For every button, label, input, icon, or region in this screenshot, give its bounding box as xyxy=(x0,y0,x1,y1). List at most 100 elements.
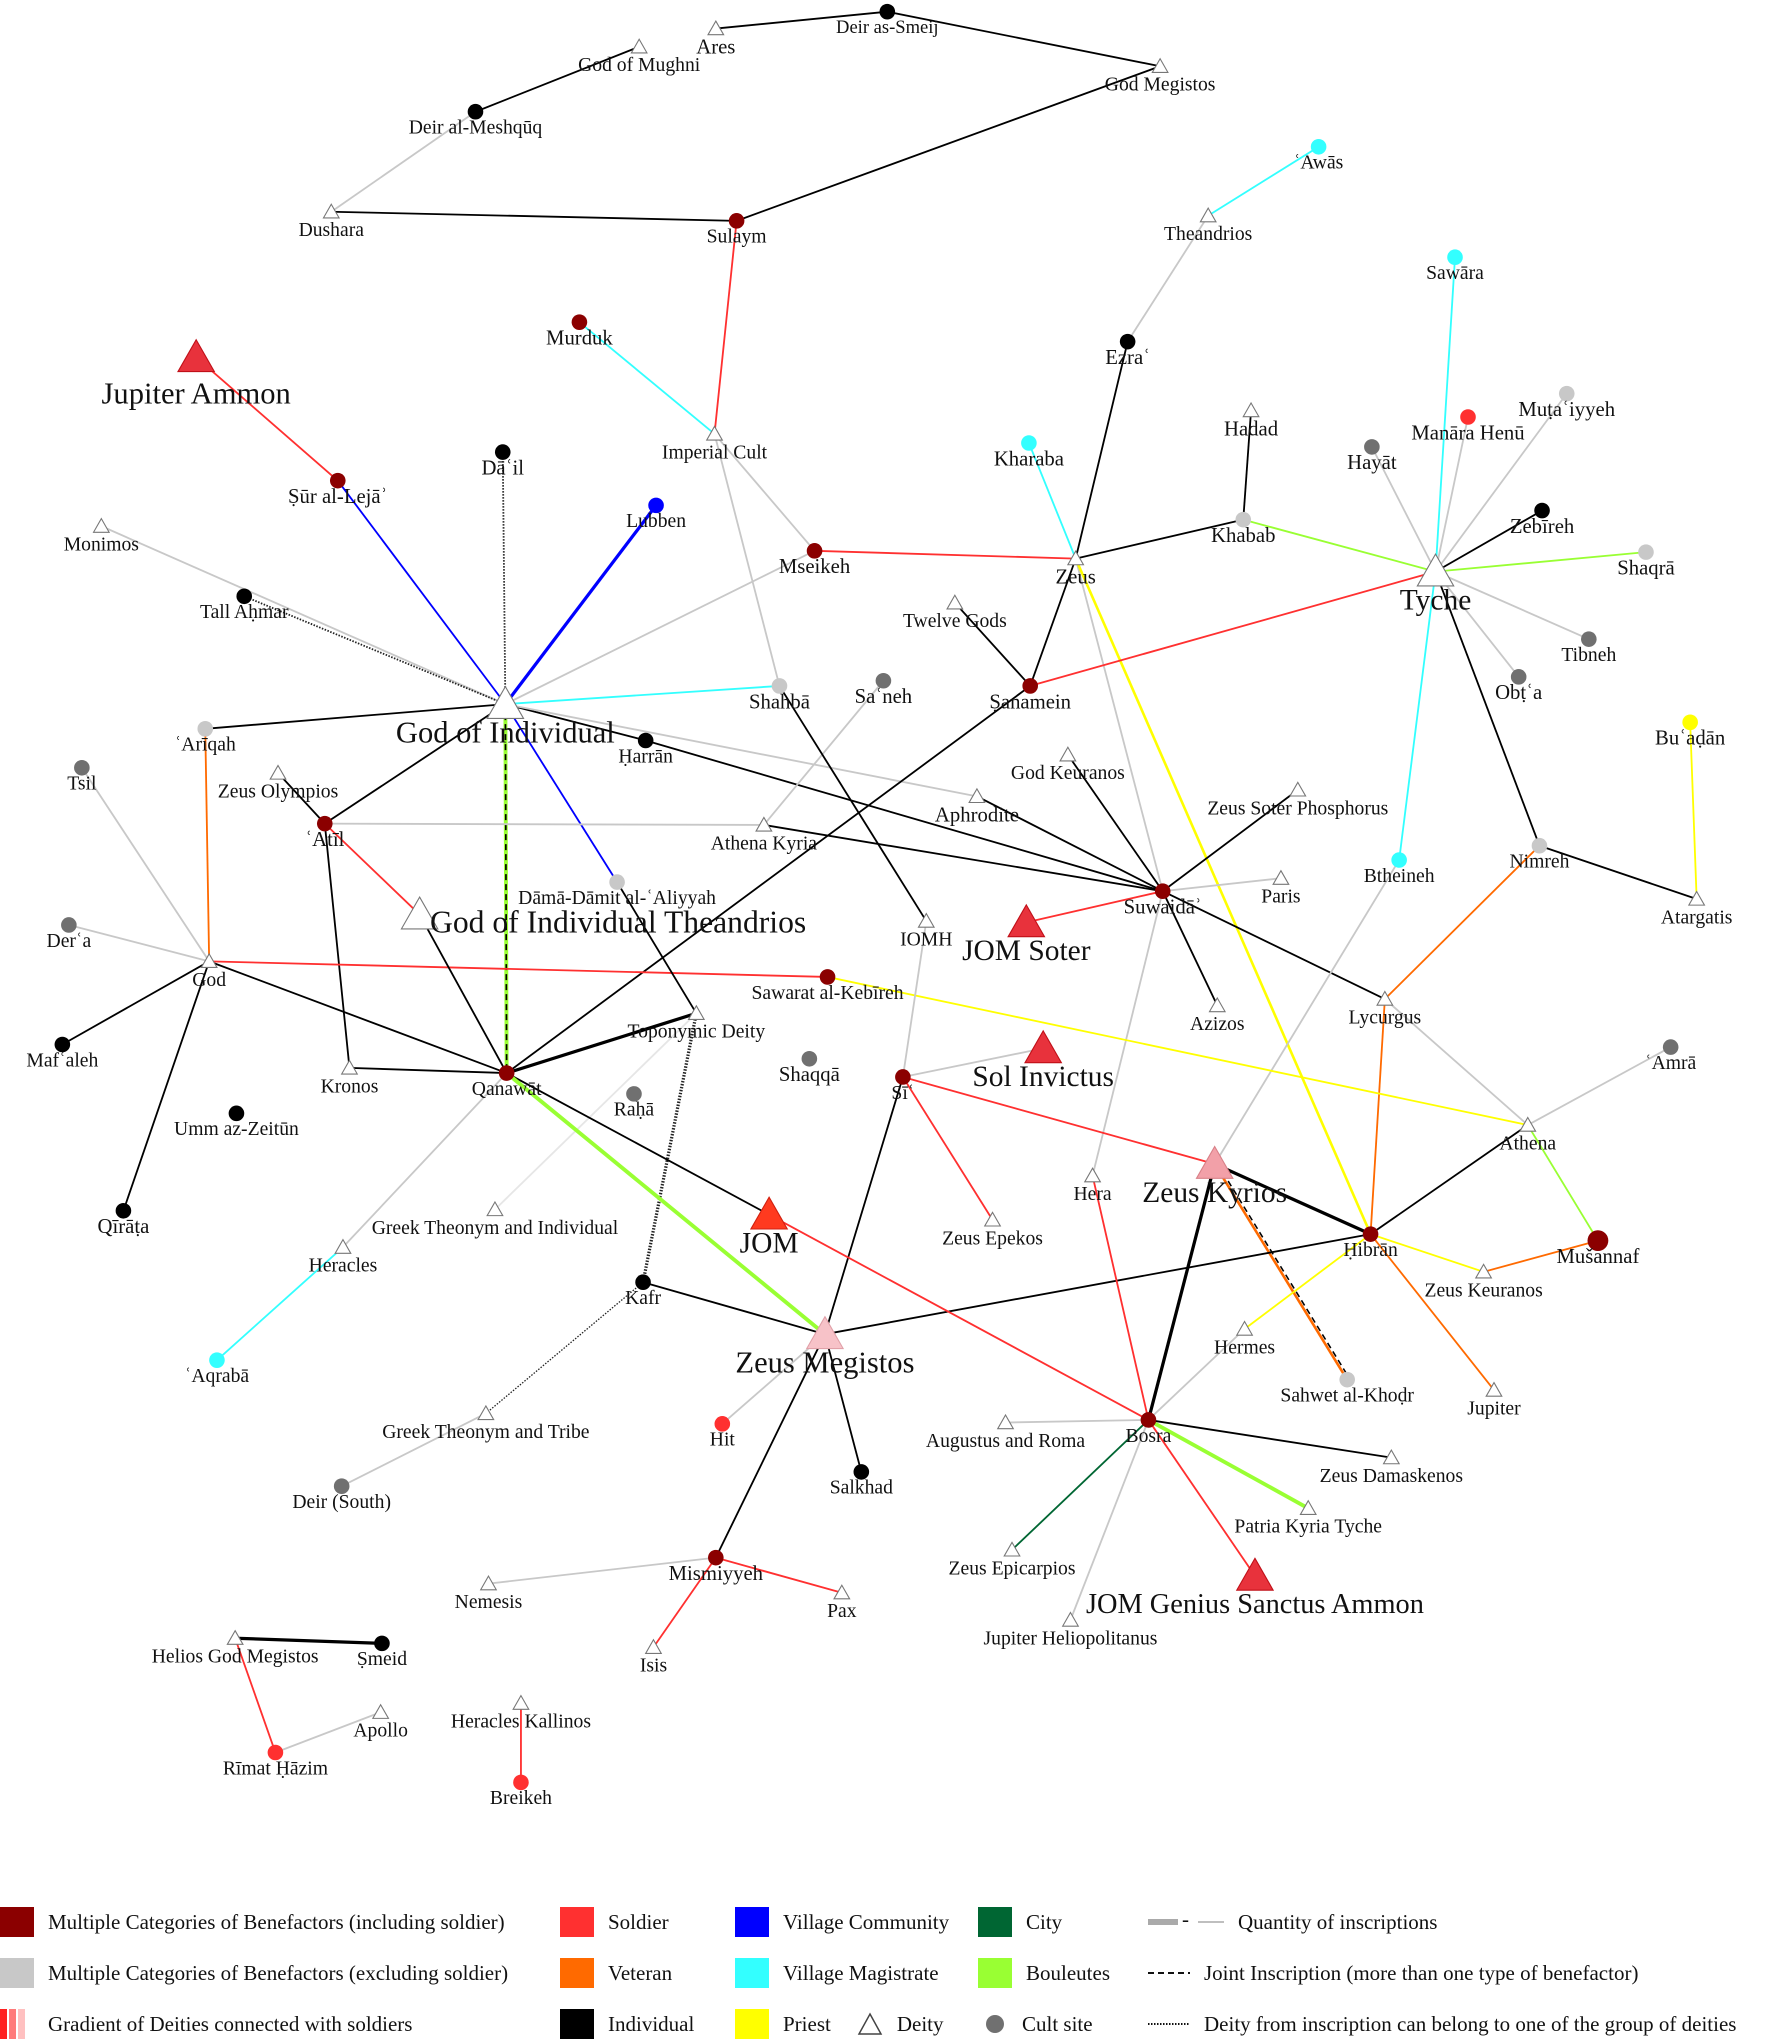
node-buadan xyxy=(1682,714,1698,731)
edge-qanawat-toponymic xyxy=(506,1011,697,1075)
label-heracles: Heracles xyxy=(309,1255,378,1277)
edge-sulaym-imperial_cult xyxy=(713,220,738,434)
legend-swatch-multi-soldier xyxy=(0,1907,34,1937)
label-smeid: Ṣmeid xyxy=(357,1648,407,1670)
node-zeus_soter xyxy=(1289,781,1307,797)
edge-buadan-atargatis xyxy=(1689,722,1698,900)
edge-bosra-jom_genius xyxy=(1147,1419,1256,1577)
edge-twelve_gods-sanamein xyxy=(954,602,1031,687)
edge-qanawat-zeus_megistos xyxy=(505,1071,827,1336)
legend-label-cult-site: Cult site xyxy=(1022,2011,1093,2036)
cult-site-circle-icon xyxy=(986,2015,1004,2033)
node-zeus xyxy=(1066,550,1085,566)
edge-atil-kronos xyxy=(323,823,351,1068)
edge-zeus_megistos-salkhad xyxy=(824,1333,863,1473)
node-shaqra xyxy=(1638,544,1654,560)
label-pax: Pax xyxy=(827,1600,857,1622)
legend-label-multi-nosoldier: Multiple Categories of Benefactors (excl… xyxy=(48,1960,509,1985)
node-mutaiyyeh xyxy=(1558,385,1575,402)
label-zeus_soter: Zeus Soter Phosphorus xyxy=(1207,797,1388,819)
node-qirata xyxy=(115,1202,132,1219)
legend-dash-separator: - xyxy=(1182,1907,1189,1931)
label-sanamein: Ṣanamein xyxy=(989,691,1071,713)
node-deir_south xyxy=(333,1478,350,1494)
label-ezra: Ezraʿ xyxy=(1105,347,1150,369)
label-awas: ʿAwās xyxy=(1294,152,1343,174)
label-lycurgus: Lycurgus xyxy=(1349,1006,1422,1028)
edge-zeus_kyrios-sahwet-dash xyxy=(1217,1163,1351,1381)
edge-god-qirata xyxy=(122,961,211,1212)
edge-qanawat-heracles xyxy=(342,1072,508,1248)
node-tall_ahmar xyxy=(236,588,253,605)
label-hermes: Hermes xyxy=(1214,1336,1275,1358)
edge-saneh-athena_kyria xyxy=(763,680,885,826)
label-deir_smeij: Deir as-Smeij xyxy=(836,17,939,38)
legend-label-veteran: Veteran xyxy=(608,1960,673,1985)
label-toponymic: Toponymic Deity xyxy=(628,1021,766,1043)
label-tyche: Tyche xyxy=(1400,584,1472,616)
label-hit: Hit xyxy=(710,1429,736,1451)
node-sol_invictus xyxy=(1024,1029,1063,1064)
edge-tyche-btheineh xyxy=(1398,571,1437,861)
node-sahwet xyxy=(1339,1371,1355,1388)
legend-label-deity: Deity xyxy=(896,2011,944,2036)
edge-si-zeus_megistos xyxy=(824,1076,904,1335)
node-ariqah xyxy=(197,721,214,737)
label-zeus_epicarpios: Zeus Epicarpios xyxy=(949,1557,1076,1579)
label-tibneh: Tibneh xyxy=(1561,644,1616,666)
label-paris: Paris xyxy=(1261,886,1300,908)
label-zebireh: Zebīreh xyxy=(1510,516,1575,538)
label-nemesis: Nemesis xyxy=(455,1591,523,1613)
label-qirata: Qīrāṭa xyxy=(98,1216,150,1238)
node-deir_meshquq xyxy=(467,103,484,120)
node-hit xyxy=(714,1416,731,1432)
node-tyche xyxy=(1416,552,1455,587)
legend-label-village-community: Village Community xyxy=(783,1909,950,1934)
legend-swatch-multi-nosoldier xyxy=(0,1958,34,1988)
label-sol_invictus: Sol Invictus xyxy=(972,1061,1114,1093)
label-apollo: Apollo xyxy=(353,1720,408,1742)
legend-swatch-city xyxy=(978,1907,1012,1937)
node-heracles_kallinos xyxy=(512,1694,530,1710)
label-shaqqa: Shaqqā xyxy=(779,1064,840,1086)
edge-god_individual-dama xyxy=(504,703,618,883)
edge-hibran-zeus_megistos xyxy=(824,1233,1371,1336)
node-zeus_megistos xyxy=(805,1315,845,1350)
label-musannaf: Mušannaf xyxy=(1556,1246,1639,1268)
edge-sanamein-qanawat xyxy=(506,685,1031,1074)
node-athena xyxy=(1519,1116,1537,1132)
label-dera: Derʿa xyxy=(47,930,92,952)
edge-augustus-bosra xyxy=(1005,1419,1149,1424)
edge-zeus_kyrios-sahwet xyxy=(1213,1163,1349,1381)
node-atil xyxy=(316,815,333,832)
label-btheineh: Btheineh xyxy=(1364,865,1435,887)
node-sawara xyxy=(1447,249,1463,266)
label-mafaleh: Mafʿaleh xyxy=(26,1049,98,1071)
node-augustus xyxy=(996,1413,1015,1430)
legend: Multiple Categories of Benefactors (incl… xyxy=(0,1900,1772,2044)
label-jupiter: Jupiter xyxy=(1467,1397,1521,1419)
edge-aphrodite-suwaida xyxy=(976,795,1164,893)
edge-god_mughni-deir_meshquq xyxy=(475,45,640,113)
edge-god_keuranos-suwaida xyxy=(1067,754,1164,892)
label-kronos: Kronos xyxy=(321,1075,379,1097)
node-hayat xyxy=(1364,439,1380,455)
node-aqraba xyxy=(209,1352,225,1368)
edge-atil-god_ind_theandrios xyxy=(324,822,421,916)
node-isis xyxy=(644,1638,663,1654)
edge-si-zeus_epekos xyxy=(902,1076,994,1221)
edge-mutaiyyeh-tyche xyxy=(1434,393,1568,573)
label-nimreh: Nimreh xyxy=(1509,851,1569,873)
label-si: Sīʿ xyxy=(891,1082,914,1104)
label-jom: JOM xyxy=(740,1227,799,1259)
label-breikeh: Breikeh xyxy=(490,1787,552,1809)
edge-deir_smeij-ares xyxy=(715,10,888,30)
node-saneh xyxy=(875,672,892,689)
label-aphrodite: Aphrodite xyxy=(935,804,1019,826)
edge-zeus-suwaida xyxy=(1074,558,1164,892)
label-athena: Athena xyxy=(1499,1132,1556,1154)
edge-harran-suwaida xyxy=(645,739,1163,893)
legend-swatch-village-community xyxy=(735,1907,769,1937)
legend-item-priest: Priest Deity xyxy=(735,2009,944,2039)
node-deir_smeij xyxy=(879,3,896,20)
